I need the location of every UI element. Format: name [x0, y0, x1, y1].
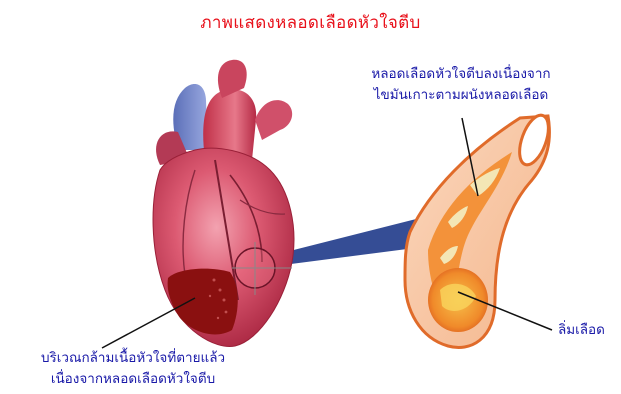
- dead-muscle-area: [168, 269, 238, 335]
- label-dead-muscle: บริเวณกล้ามเนื้อหัวใจที่ตายแล้ว เนื่องจา…: [8, 348, 258, 390]
- artery-cross-section: [405, 111, 554, 347]
- label-narrowed-artery: หลอดเลือดหัวใจตีบลงเนื่องจาก ไขมันเกาะตา…: [330, 64, 592, 106]
- label-blood-clot: ลิ่มเลือด: [558, 320, 605, 341]
- pointer-dead-muscle: [102, 298, 195, 348]
